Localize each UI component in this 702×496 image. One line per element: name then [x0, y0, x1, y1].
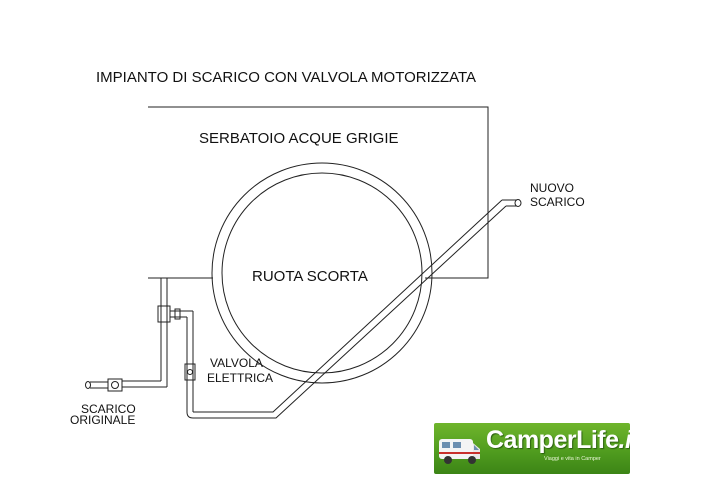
new-drain-label-line2: SCARICO [530, 195, 585, 209]
new-drain-label-line1: NUOVO [530, 181, 574, 195]
diagram-title: IMPIANTO DI SCARICO CON VALVOLA MOTORIZZ… [96, 69, 476, 86]
logo-tagline: Viaggi e vita in Camper [544, 456, 601, 462]
electric-valve [184, 363, 196, 381]
tank-label: SERBATOIO ACQUE GRIGIE [199, 130, 399, 147]
original-drain-pipe [85, 378, 167, 392]
valve-pipe [186, 311, 194, 412]
logo-name-main: CamperLife [486, 426, 619, 454]
original-drain-label-line1: SCARICO [81, 402, 136, 416]
tank-outlet-pipe [160, 278, 168, 387]
original-drain-label-line2: ORIGINALE [70, 413, 135, 427]
new-drain-outlet [502, 199, 522, 207]
logo-name-suffix: .it [618, 426, 630, 454]
logo-wordmark: CamperLife.it [486, 426, 630, 455]
spare-wheel-inner [221, 172, 423, 374]
new-drain-pipe [186, 199, 507, 419]
camperlife-logo[interactable]: CamperLife.it Viaggi e vita in Camper [434, 423, 630, 474]
valve-label-line1: VALVOLA [210, 356, 263, 370]
spare-wheel-label: RUOTA SCORTA [252, 268, 368, 285]
spare-wheel-outer [211, 162, 433, 384]
grey-water-tank [148, 106, 489, 279]
valve-label-line2: ELETTRICA [207, 371, 273, 385]
camper-van-icon [439, 439, 480, 464]
branch-pipe [170, 308, 193, 320]
tee-fitting [157, 305, 171, 323]
